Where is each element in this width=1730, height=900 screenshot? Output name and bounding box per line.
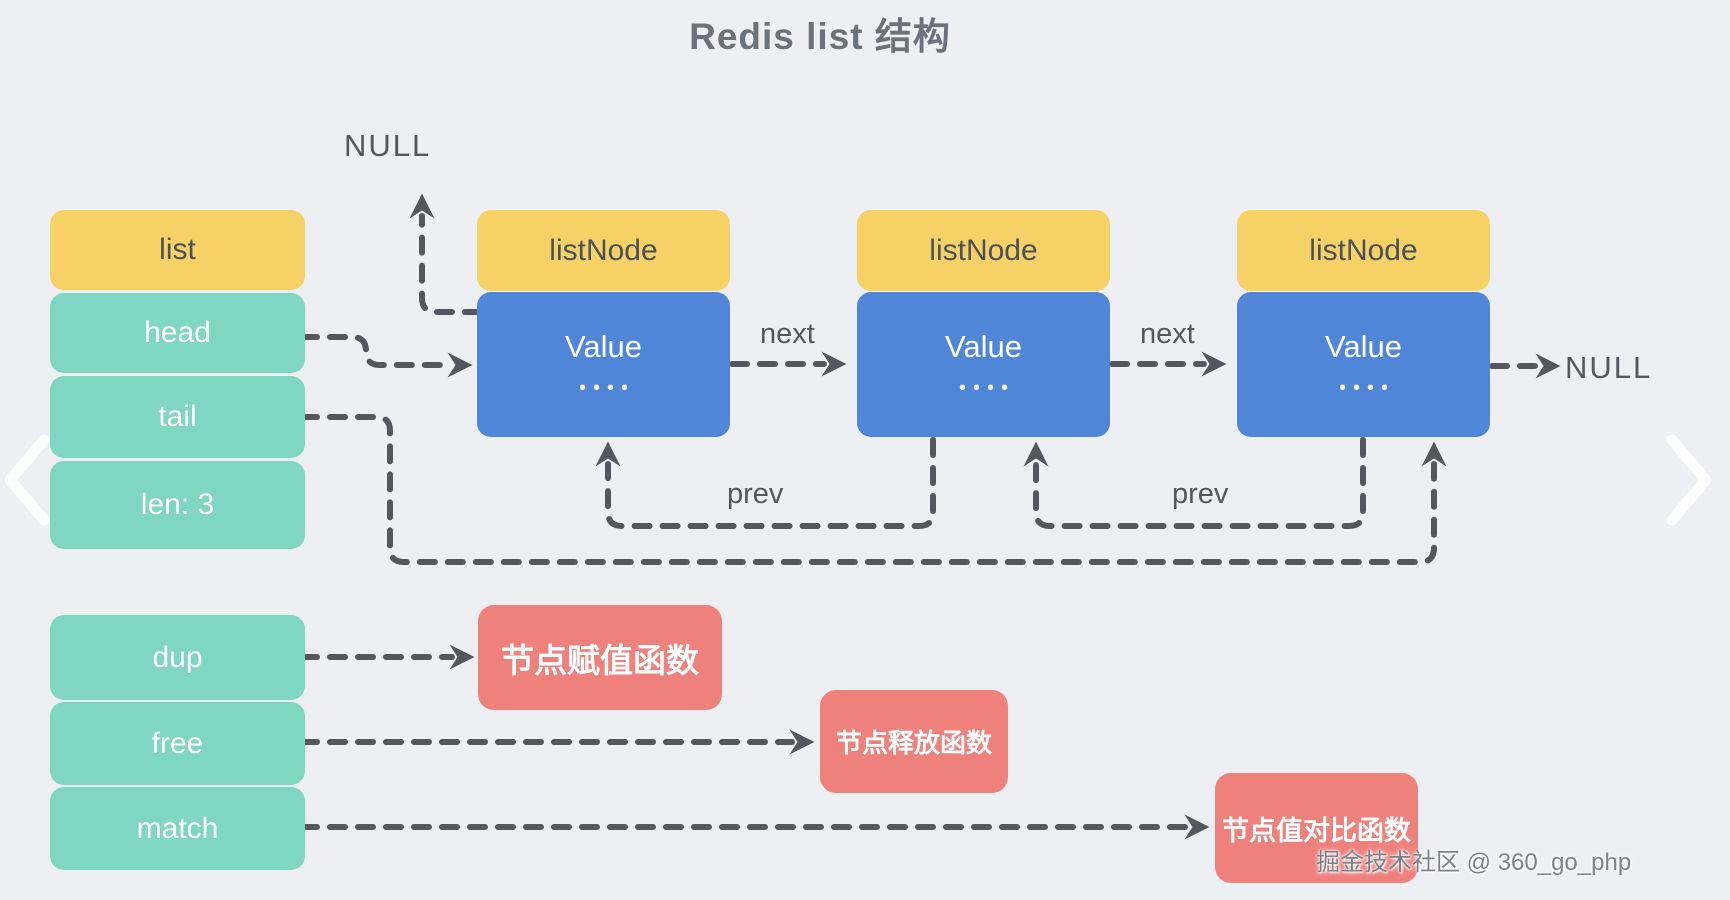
node2-header-box: listNode: [857, 210, 1110, 291]
node1-value-box: Value ••••: [477, 292, 730, 437]
node1-header-box: listNode: [477, 210, 730, 291]
carousel-next-chevron-icon[interactable]: [1666, 434, 1712, 526]
null-top-label: NULL: [344, 128, 432, 163]
node3-dots-label: ••••: [1338, 377, 1395, 399]
node3-header-box: listNode: [1237, 210, 1490, 291]
node2-value-label: Value: [945, 329, 1022, 364]
watermark-text: 掘金技术社区 @ 360_go_php: [1316, 849, 1632, 876]
node2-dots-label: ••••: [958, 377, 1015, 399]
list-tail-field-box: tail: [50, 376, 305, 458]
node1-prev-null-line: [409, 193, 483, 315]
next-label-2: next: [1140, 318, 1195, 350]
diagram-title: Redis list 结构: [689, 16, 951, 57]
list-header-box: list: [50, 210, 305, 290]
dup-function-box: 节点赋值函数: [478, 605, 722, 710]
free-function-box: 节点释放函数: [820, 690, 1008, 793]
node3-value-box: Value ••••: [1237, 292, 1490, 437]
list-free-field-box: free: [50, 702, 305, 785]
node1-dots-label: ••••: [578, 377, 635, 399]
prev-label-2: prev: [1172, 478, 1229, 510]
tail-pointer-line: [299, 414, 1447, 565]
null-right-label: NULL: [1565, 350, 1653, 385]
list-len-field-box: len: 3: [50, 461, 305, 549]
head-pointer-line: [299, 334, 473, 378]
list-match-field-box: match: [50, 787, 305, 870]
node3-value-label: Value: [1325, 329, 1402, 364]
match-function-box: 节点值对比函数: [1215, 773, 1418, 883]
node1-value-label: Value: [565, 329, 642, 364]
list-head-field-box: head: [50, 293, 305, 373]
node2-prev-line: [595, 437, 936, 529]
carousel-prev-chevron-icon[interactable]: [4, 434, 50, 526]
node2-value-box: Value ••••: [857, 292, 1110, 437]
prev-label-1: prev: [727, 478, 784, 510]
next-label-1: next: [760, 318, 815, 350]
list-dup-field-box: dup: [50, 615, 305, 700]
